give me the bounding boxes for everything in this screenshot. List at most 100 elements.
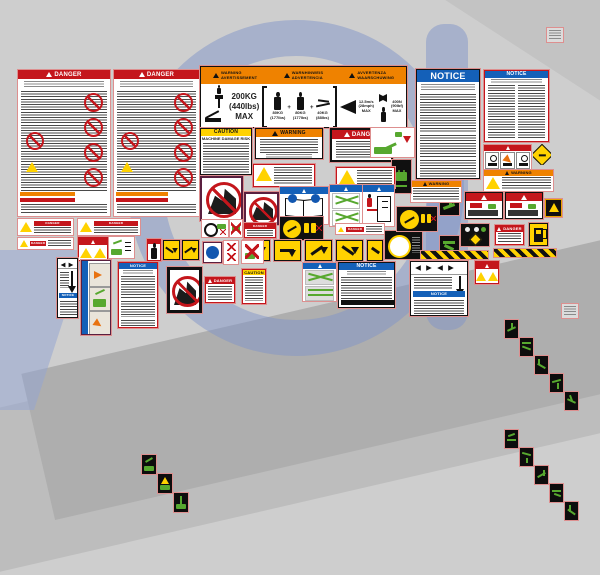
no-step-label-2 bbox=[244, 192, 279, 225]
text-lines bbox=[121, 320, 155, 327]
text-lines bbox=[117, 204, 196, 213]
tiedown-step-icon bbox=[515, 152, 530, 169]
text-lines bbox=[488, 85, 515, 139]
warning-label-right-1: WARNING bbox=[484, 170, 553, 191]
warning-triangle-icon bbox=[302, 188, 306, 193]
prohibited-action-pair-label bbox=[224, 241, 238, 264]
warning-text-label-top: WARNING bbox=[255, 128, 323, 159]
fuel-label bbox=[529, 223, 548, 246]
sequence-side-bar bbox=[82, 261, 88, 334]
notice-checklist-label: NOTICE bbox=[338, 262, 395, 308]
danger-header: DANGER bbox=[108, 221, 124, 225]
warning-label-right-2: WARNING bbox=[411, 181, 461, 202]
green-machine-icon bbox=[111, 249, 122, 255]
fuel-pump-icon bbox=[534, 227, 547, 242]
warning-triangle-icon bbox=[349, 73, 356, 78]
text-lines bbox=[502, 177, 551, 189]
warning-triangle-icon bbox=[505, 146, 510, 150]
danger-header: DANGER bbox=[30, 241, 46, 245]
control-icon-cell bbox=[505, 320, 518, 338]
hazard-diamond-icon bbox=[533, 144, 551, 165]
sub-band-red bbox=[116, 198, 168, 202]
text-lines bbox=[123, 270, 153, 274]
warning-triangle-icon bbox=[317, 264, 322, 268]
danger-strip-left-2: DANGER bbox=[78, 219, 140, 235]
warning-header: WARNING bbox=[280, 129, 306, 136]
sequence-step bbox=[89, 263, 110, 287]
red-x-icon bbox=[431, 216, 436, 221]
person-weight: 80KG(177lbs) bbox=[292, 110, 308, 120]
control-icon-cell bbox=[535, 466, 548, 484]
notice-text-label-bottom: NOTICE bbox=[118, 262, 158, 328]
warning-triangle-icon bbox=[486, 177, 500, 189]
warning-triangle-icon bbox=[344, 186, 348, 191]
danger-strip-left-1: DANGER bbox=[18, 219, 73, 235]
red-down-arrow-icon bbox=[403, 136, 411, 143]
warning-triangle-icon bbox=[272, 130, 279, 136]
sequence-step bbox=[89, 287, 110, 311]
text-lines bbox=[413, 188, 459, 200]
control-icon-cell bbox=[520, 338, 533, 356]
prohibition-icon bbox=[26, 132, 44, 150]
text-lines bbox=[94, 227, 138, 233]
caution-machine-damage-label: CAUTION MACHINE DAMAGE RISK bbox=[200, 128, 252, 175]
tools-weight: 40KG(88lbs) bbox=[316, 110, 329, 120]
control-icon-cell bbox=[565, 392, 578, 410]
prohibited-action-label bbox=[242, 241, 263, 263]
crush-hazard-label bbox=[336, 240, 363, 261]
person-icon bbox=[217, 84, 221, 94]
mandatory-icon bbox=[311, 194, 320, 203]
side-force-arrows-icon bbox=[377, 92, 389, 122]
notice-panel-large: NOTICE bbox=[416, 69, 480, 179]
warning-header: WARNING bbox=[428, 181, 450, 186]
warning-strip-1 bbox=[253, 164, 315, 187]
text-lines bbox=[24, 81, 104, 89]
scissor-icon bbox=[305, 286, 334, 301]
plus-sign: + bbox=[309, 105, 314, 112]
text-lines bbox=[34, 227, 71, 233]
wheel-chock-label bbox=[202, 220, 228, 237]
crush-hazard-label bbox=[305, 240, 332, 261]
mandatory-harness-label bbox=[203, 242, 222, 263]
platform-frame-icon bbox=[377, 196, 391, 222]
truck-transport-label-1 bbox=[465, 192, 503, 219]
warning-triangle-icon bbox=[505, 171, 510, 175]
wheel-circle-label bbox=[385, 231, 422, 259]
wind-limit-text: 12.5m/s(28mph)MAX bbox=[358, 98, 374, 113]
warning-triangle-icon bbox=[283, 73, 290, 78]
danger-text-label-right: DANGER bbox=[495, 225, 524, 245]
yellow-diamond-label bbox=[533, 144, 551, 165]
boom-circle-icon bbox=[399, 209, 420, 230]
checklist-footer bbox=[341, 300, 394, 305]
fire-hazard-label-left bbox=[78, 237, 108, 261]
text-lines bbox=[420, 135, 476, 157]
tiedown-step-icon bbox=[485, 152, 500, 169]
bracket-left bbox=[262, 85, 268, 127]
sub-band-red bbox=[20, 198, 75, 202]
notice-header: NOTICE bbox=[506, 71, 527, 77]
danger-panel-1: DANGER bbox=[18, 70, 110, 216]
prohibition-icon bbox=[84, 143, 103, 162]
fire-hazard-label-right bbox=[475, 261, 499, 284]
hazard-stripe-strip bbox=[421, 251, 488, 259]
boom-lift-icon bbox=[204, 84, 226, 124]
prohibition-icon bbox=[84, 93, 103, 112]
text-lines bbox=[247, 230, 273, 237]
truck-icon bbox=[466, 201, 502, 218]
small-spec-label bbox=[562, 304, 578, 318]
control-icon-cell bbox=[565, 502, 578, 520]
red-x-icon bbox=[226, 243, 236, 251]
control-icon-cell bbox=[550, 374, 563, 392]
battery-label bbox=[392, 160, 411, 193]
crush-hazard-label bbox=[274, 240, 301, 261]
side-force-text: 400N(90lbf)MAX bbox=[391, 98, 403, 113]
control-icon-cell bbox=[550, 484, 563, 502]
warning-triangle-icon bbox=[422, 182, 427, 186]
scissor-pinch-label bbox=[330, 185, 362, 226]
text-lines bbox=[266, 154, 312, 158]
harness-anchor-label bbox=[363, 185, 394, 226]
text-lines bbox=[208, 286, 232, 300]
text-lines bbox=[121, 301, 155, 317]
